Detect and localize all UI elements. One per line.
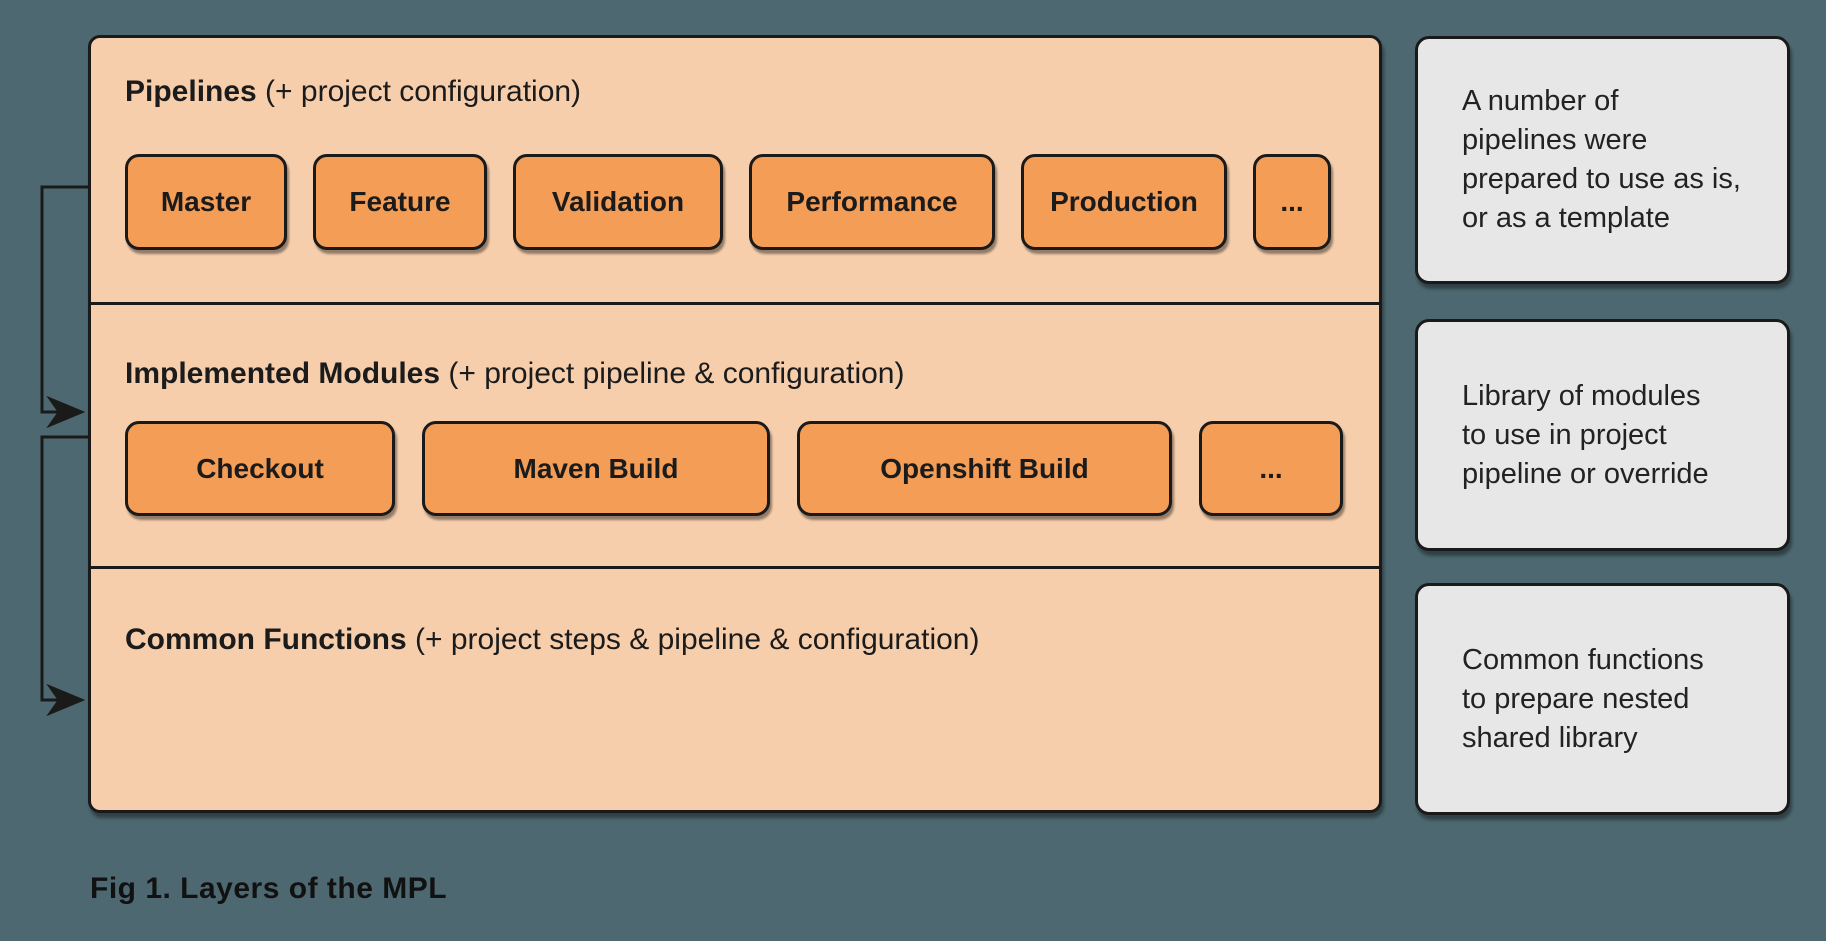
node-validation: Validation	[513, 154, 723, 250]
note-text: A number of pipelines were prepared to u…	[1462, 85, 1741, 234]
layer-title-rest: (+ project pipeline & configuration)	[440, 357, 905, 390]
arrow-pipelines-to-modules	[40, 185, 88, 429]
node-maven-build: Maven Build	[422, 421, 770, 516]
node-performance: Performance	[749, 154, 995, 250]
note-pipelines: A number of pipelines were prepared to u…	[1415, 36, 1790, 284]
note-functions: Common functions to prepare nested share…	[1415, 583, 1790, 815]
layer-title-bold: Pipelines	[125, 75, 257, 108]
node-master: Master	[125, 154, 287, 250]
note-modules: Library of modules to use in project pip…	[1415, 319, 1790, 551]
note-text: Common functions to prepare nested share…	[1462, 643, 1704, 754]
modules-node-row: Checkout Maven Build Openshift Build ...	[125, 421, 1379, 516]
layer-title-bold: Implemented Modules	[125, 357, 441, 390]
node-production: Production	[1021, 154, 1227, 250]
node-checkout: Checkout	[125, 421, 395, 516]
layer-title-rest: (+ project configuration)	[256, 75, 582, 108]
layer-functions-title: Common Functions (+ project steps & pipe…	[125, 621, 1379, 659]
node-feature: Feature	[313, 154, 487, 250]
node-pipelines-ellipsis: ...	[1253, 154, 1331, 250]
layer-implemented-modules: Implemented Modules (+ project pipeline …	[91, 302, 1379, 566]
layer-common-functions: Common Functions (+ project steps & pipe…	[91, 566, 1379, 810]
note-text: Library of modules to use in project pip…	[1462, 379, 1709, 490]
layer-modules-title: Implemented Modules (+ project pipeline …	[125, 355, 1379, 393]
layer-title-rest: (+ project steps & pipeline & configurat…	[406, 623, 980, 656]
pipelines-node-row: Master Feature Validation Performance Pr…	[125, 154, 1379, 250]
arrow-modules-to-functions	[40, 435, 88, 717]
node-modules-ellipsis: ...	[1199, 421, 1343, 516]
layer-pipelines-title: Pipelines (+ project configuration)	[125, 73, 1379, 111]
figure-caption: Fig 1. Layers of the MPL	[90, 872, 448, 905]
layer-title-bold: Common Functions	[125, 623, 407, 656]
layer-pipelines: Pipelines (+ project configuration) Mast…	[91, 38, 1379, 302]
node-openshift-build: Openshift Build	[797, 421, 1172, 516]
mpl-layers-panel: Pipelines (+ project configuration) Mast…	[88, 35, 1382, 813]
